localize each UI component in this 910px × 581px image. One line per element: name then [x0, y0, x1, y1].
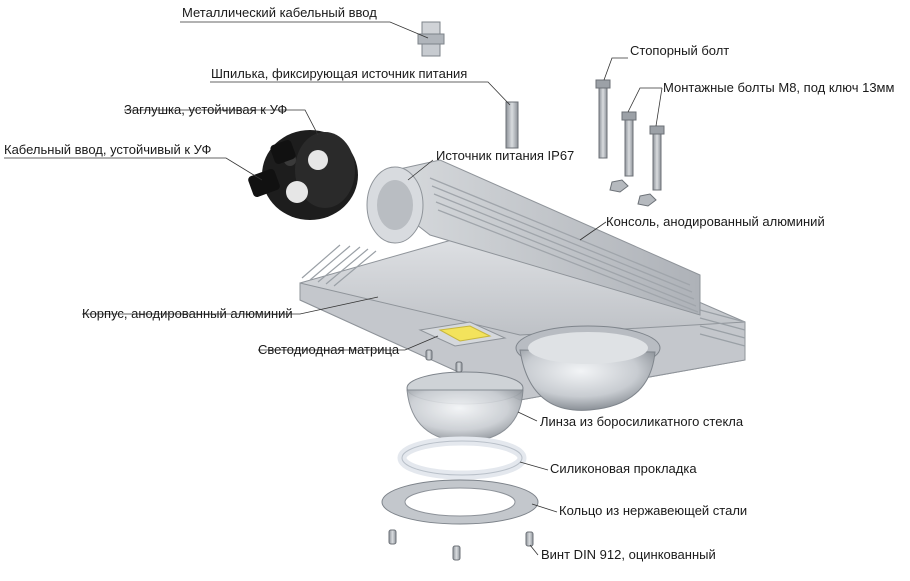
label-mount-bolts: Монтажные болты М8, под ключ 13мм: [663, 80, 895, 95]
label-psu-stud: Шпилька, фиксирующая источник питания: [211, 66, 468, 81]
installed-lens: [515, 325, 661, 411]
label-din912-screw: Винт DIN 912, оцинкованный: [541, 547, 716, 562]
label-power-supply: Источник питания IP67: [436, 148, 575, 163]
label-uv-plug: Заглушка, устойчивая к УФ: [124, 102, 288, 117]
label-housing: Корпус, анодированный алюминий: [82, 306, 293, 321]
metal-cable-gland: [417, 21, 445, 57]
label-stop-bolt: Стопорный болт: [630, 43, 730, 58]
label-metal-cable-gland: Металлический кабельный ввод: [182, 5, 377, 20]
din912-screws: [388, 349, 534, 561]
label-stainless-ring: Кольцо из нержавеющей стали: [559, 503, 748, 518]
label-uv-cable-gland: Кабельный ввод, устойчивый к УФ: [4, 142, 212, 157]
silicone-gasket: [397, 436, 527, 480]
console: [366, 159, 701, 316]
led-matrix: [418, 321, 507, 347]
label-silicone-gasket: Силиконовая прокладка: [550, 461, 697, 476]
stop-bolt: [595, 79, 611, 159]
uv-endcap: [248, 130, 358, 220]
mount-bolts: [609, 111, 665, 207]
leader-lines: [4, 21, 663, 556]
label-glass-lens: Линза из боросиликатного стекла: [540, 414, 744, 429]
label-led-matrix: Светодиодная матрица: [258, 342, 400, 357]
stainless-ring: [381, 479, 539, 525]
label-console: Консоль, анодированный алюминий: [606, 214, 825, 229]
glass-lens: [406, 371, 524, 443]
psu-stud: [505, 101, 519, 149]
